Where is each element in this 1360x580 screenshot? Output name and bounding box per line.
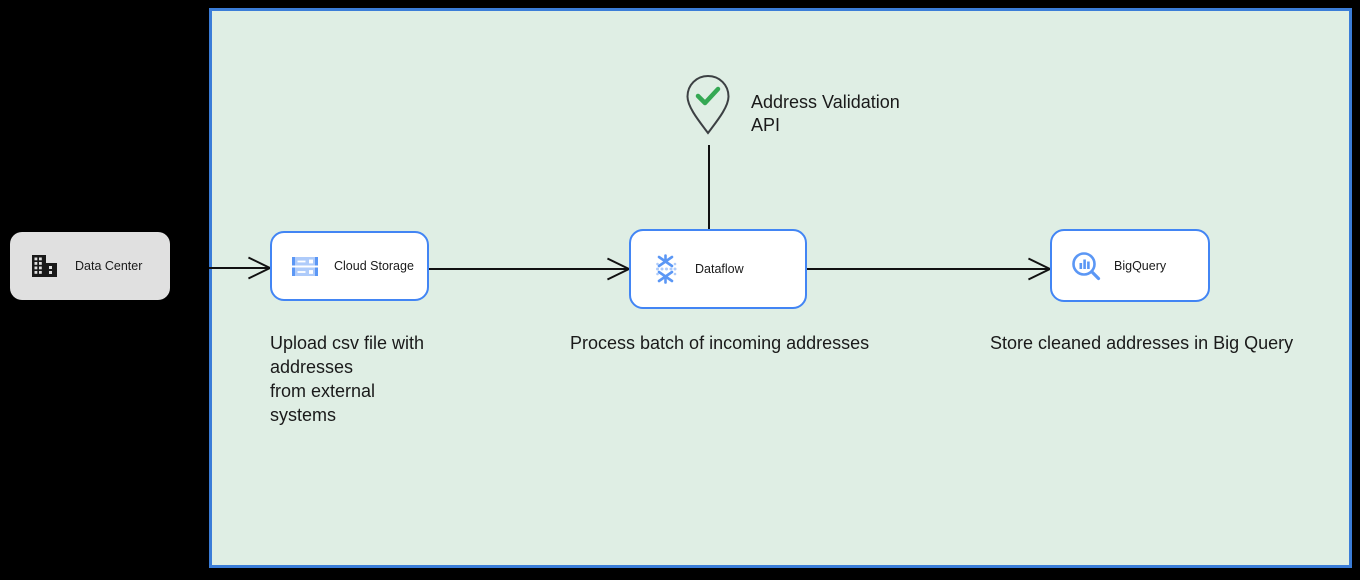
node-cloud-storage-label: Cloud Storage <box>334 259 414 273</box>
node-address-validation-api-label: Address Validation API <box>751 92 900 135</box>
caption-cloud-storage: Upload csv file with addresses from exte… <box>270 333 425 425</box>
connector-validation-api-to-dataflow <box>708 145 710 229</box>
bigquery-icon <box>1070 250 1102 282</box>
node-bigquery[interactable]: BigQuery <box>1050 229 1210 302</box>
node-dataflow[interactable]: Dataflow <box>629 229 807 309</box>
node-bigquery-label: BigQuery <box>1114 258 1167 273</box>
connector-dataflow-to-bigquery <box>807 268 1050 270</box>
node-data-center-label: Data Center <box>75 259 143 273</box>
building-icon <box>29 251 59 281</box>
cloud-storage-icon <box>290 251 320 281</box>
node-address-validation-api[interactable]: Address Validation API <box>685 74 900 137</box>
node-cloud-storage[interactable]: Cloud Storage <box>270 231 429 301</box>
node-dataflow-label: Dataflow <box>695 262 744 276</box>
connector-datacenter-to-storage <box>209 267 270 269</box>
caption-dataflow: Process batch of incoming addresses <box>570 333 870 353</box>
node-data-center[interactable]: Data Center <box>10 232 170 300</box>
dataflow-icon <box>651 253 681 285</box>
caption-bigquery: Store cleaned addresses in Big Query <box>990 333 1294 353</box>
map-pin-check-icon <box>685 74 731 136</box>
connector-storage-to-dataflow <box>429 268 629 270</box>
